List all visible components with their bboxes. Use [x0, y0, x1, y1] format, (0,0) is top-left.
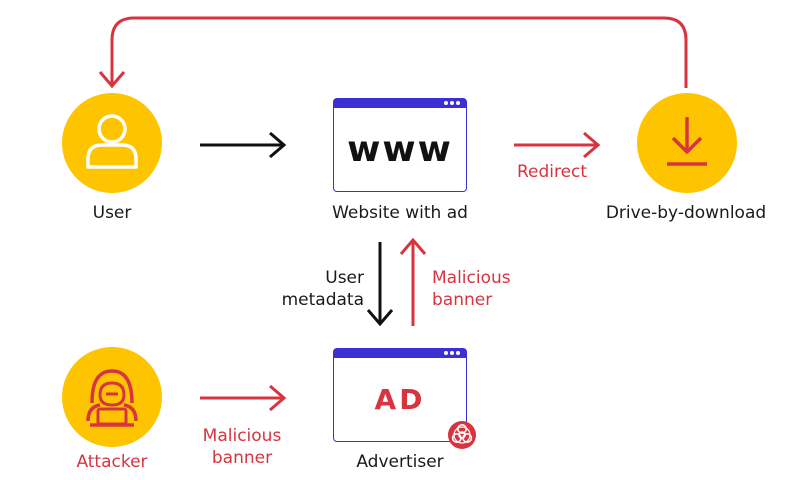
redirect-loop-arrow: [110, 16, 688, 88]
hooded-attacker-icon: [86, 369, 138, 427]
drive-by-download-label: Drive-by-download: [605, 203, 767, 223]
user-metadata-label-line1: User: [325, 268, 364, 288]
website-window: www: [333, 98, 467, 192]
advertiser-label: Advertiser: [356, 452, 444, 472]
attacker-node: [62, 347, 162, 447]
redirect-loop-arrowhead: [98, 71, 126, 89]
malicious-banner-up-label: Malicious banner: [432, 267, 542, 311]
user-to-website-arrowhead: [269, 131, 287, 159]
malicious-banner-left-line1: Malicious: [202, 426, 282, 446]
user-icon: [86, 114, 138, 169]
user-metadata-label-line2: metadata: [281, 290, 364, 310]
user-node: [62, 93, 162, 193]
biohazard-icon: [448, 421, 476, 449]
metadata-down-arrowhead: [366, 309, 394, 327]
user-label: User: [92, 203, 132, 223]
malicious-banner-left-line2: banner: [211, 448, 273, 468]
drive-by-download-node: [637, 93, 737, 193]
banner-up-arrowhead: [399, 237, 427, 255]
advertiser-screen-text: AD: [374, 383, 426, 416]
website-to-driveby-arrowhead: [583, 131, 601, 159]
user-metadata-label: User metadata: [262, 267, 364, 311]
window-titlebar: [334, 349, 466, 358]
redirect-label: Redirect: [516, 162, 588, 182]
window-titlebar: [334, 99, 466, 108]
malicious-banner-up-line1: Malicious: [432, 268, 511, 288]
download-icon: [667, 117, 707, 166]
attacker-to-advertiser-arrowhead: [269, 384, 287, 412]
window-dots-icon: [444, 351, 460, 355]
attacker-label: Attacker: [76, 452, 148, 472]
website-screen-text: www: [347, 129, 453, 170]
malicious-banner-up-line2: banner: [432, 290, 493, 310]
malicious-banner-left-label: Malicious banner: [190, 425, 294, 469]
window-dots-icon: [444, 101, 460, 105]
advertiser-window: AD: [333, 348, 467, 442]
website-label: Website with ad: [332, 203, 468, 223]
